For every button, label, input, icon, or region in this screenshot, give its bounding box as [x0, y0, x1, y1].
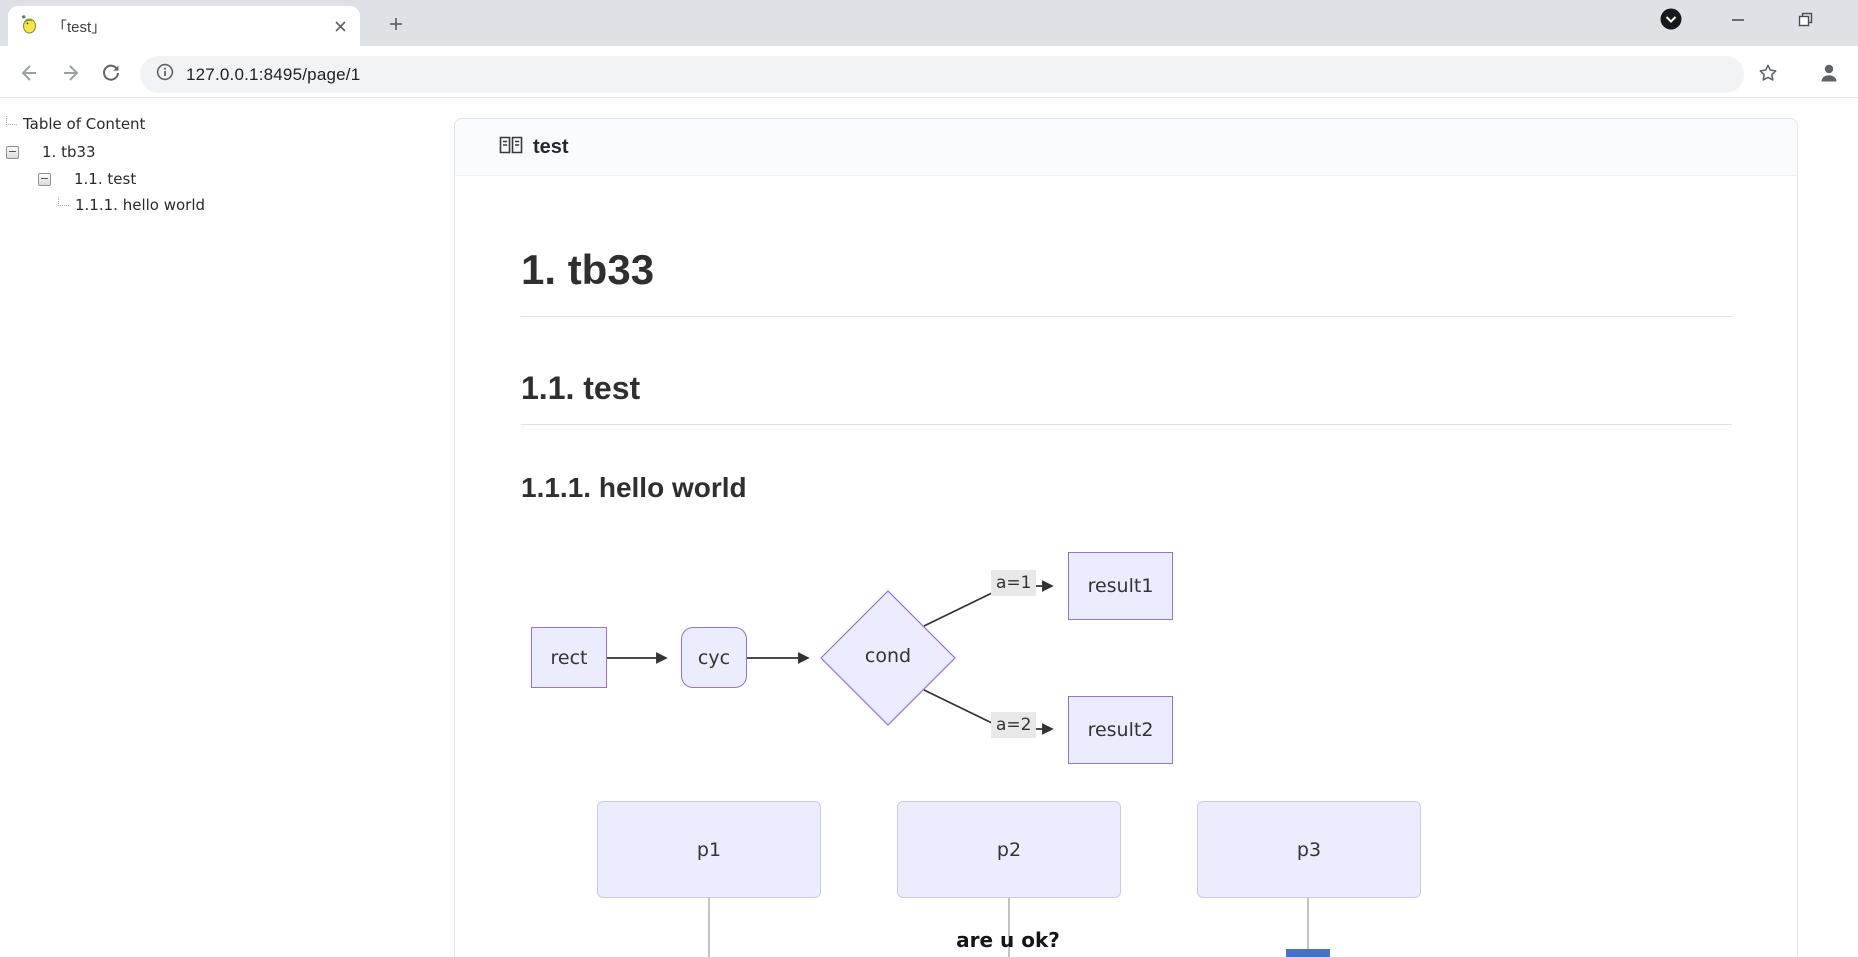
flowchart-node-p2: p2 — [897, 801, 1121, 898]
tree-item-label[interactable]: Table of Content — [23, 115, 146, 133]
forward-arrow-icon — [64, 65, 79, 81]
bookmark-button[interactable] — [1753, 58, 1783, 88]
back-arrow-icon — [21, 65, 36, 81]
forward-button[interactable] — [56, 58, 86, 88]
plus-icon — [390, 18, 402, 30]
url-text: 127.0.0.1:8495/page/1 — [186, 64, 361, 84]
chevron-down-circle-icon — [1660, 8, 1682, 30]
tree-connector — [58, 196, 69, 206]
flowchart-node-result1: result1 — [1068, 552, 1173, 620]
tree-collapse-toggle[interactable]: − — [38, 171, 51, 186]
tree-item-test[interactable]: − 1.1. test — [38, 167, 136, 191]
tree-item-hello-world[interactable]: 1.1.1. hello world — [58, 193, 205, 217]
tree-item-label[interactable]: 1.1. test — [74, 170, 137, 188]
heading-divider — [521, 316, 1732, 317]
profile-button[interactable] — [1814, 58, 1844, 88]
open-book-icon — [499, 135, 523, 160]
diagram-title: are u ok? — [956, 928, 1060, 952]
card-header: test — [455, 119, 1797, 176]
flowchart-node-cond-label: cond — [864, 645, 912, 667]
heading-1: 1. tb33 — [521, 246, 655, 293]
tree-item-label[interactable]: 1.1.1. hello world — [75, 196, 206, 214]
restore-icon — [1798, 12, 1812, 26]
restore-button[interactable] — [1782, 4, 1828, 34]
edge-label-a2: a=2 — [991, 712, 1037, 738]
heading-divider — [521, 424, 1732, 425]
flowchart-node-p1: p1 — [597, 801, 821, 898]
reload-icon — [103, 64, 119, 81]
page-title: test — [533, 135, 569, 158]
tree-item-label[interactable]: 1. tb33 — [42, 143, 96, 161]
tab-title: 「test」 — [52, 18, 107, 36]
reload-button[interactable] — [96, 58, 126, 88]
heading-3: 1.1.1. hello world — [521, 472, 747, 503]
back-button[interactable] — [14, 58, 44, 88]
heading-2: 1.1. test — [521, 370, 641, 406]
minimize-icon — [1732, 19, 1744, 21]
tab-close-button[interactable] — [330, 16, 350, 36]
tab-strip: 「test」 — [0, 0, 1858, 46]
tab-search-button[interactable] — [1648, 4, 1694, 34]
bird-favicon-icon — [18, 13, 40, 40]
flowchart-node-p3: p3 — [1197, 801, 1421, 898]
tree-connector — [6, 115, 17, 125]
blue-node-fragment — [1286, 949, 1330, 957]
flowchart-node-rect: rect — [531, 627, 607, 688]
info-icon[interactable] — [156, 63, 174, 86]
tree-item-tb33[interactable]: − 1. tb33 — [6, 140, 96, 164]
flowchart-node-result2: result2 — [1068, 696, 1173, 764]
tree-collapse-toggle[interactable]: − — [6, 144, 19, 159]
tree-item-table-of-content[interactable]: Table of Content — [6, 112, 145, 136]
url-bar[interactable]: 127.0.0.1:8495/page/1 — [140, 56, 1744, 93]
star-icon — [1759, 64, 1777, 81]
person-icon — [1821, 64, 1837, 82]
flowchart-node-cyc: cyc — [681, 627, 747, 688]
edge-label-a1: a=1 — [991, 570, 1037, 596]
minimize-button[interactable] — [1715, 4, 1761, 34]
close-icon — [334, 20, 346, 32]
browser-tab[interactable]: 「test」 — [8, 6, 360, 46]
new-tab-button[interactable] — [382, 10, 410, 38]
